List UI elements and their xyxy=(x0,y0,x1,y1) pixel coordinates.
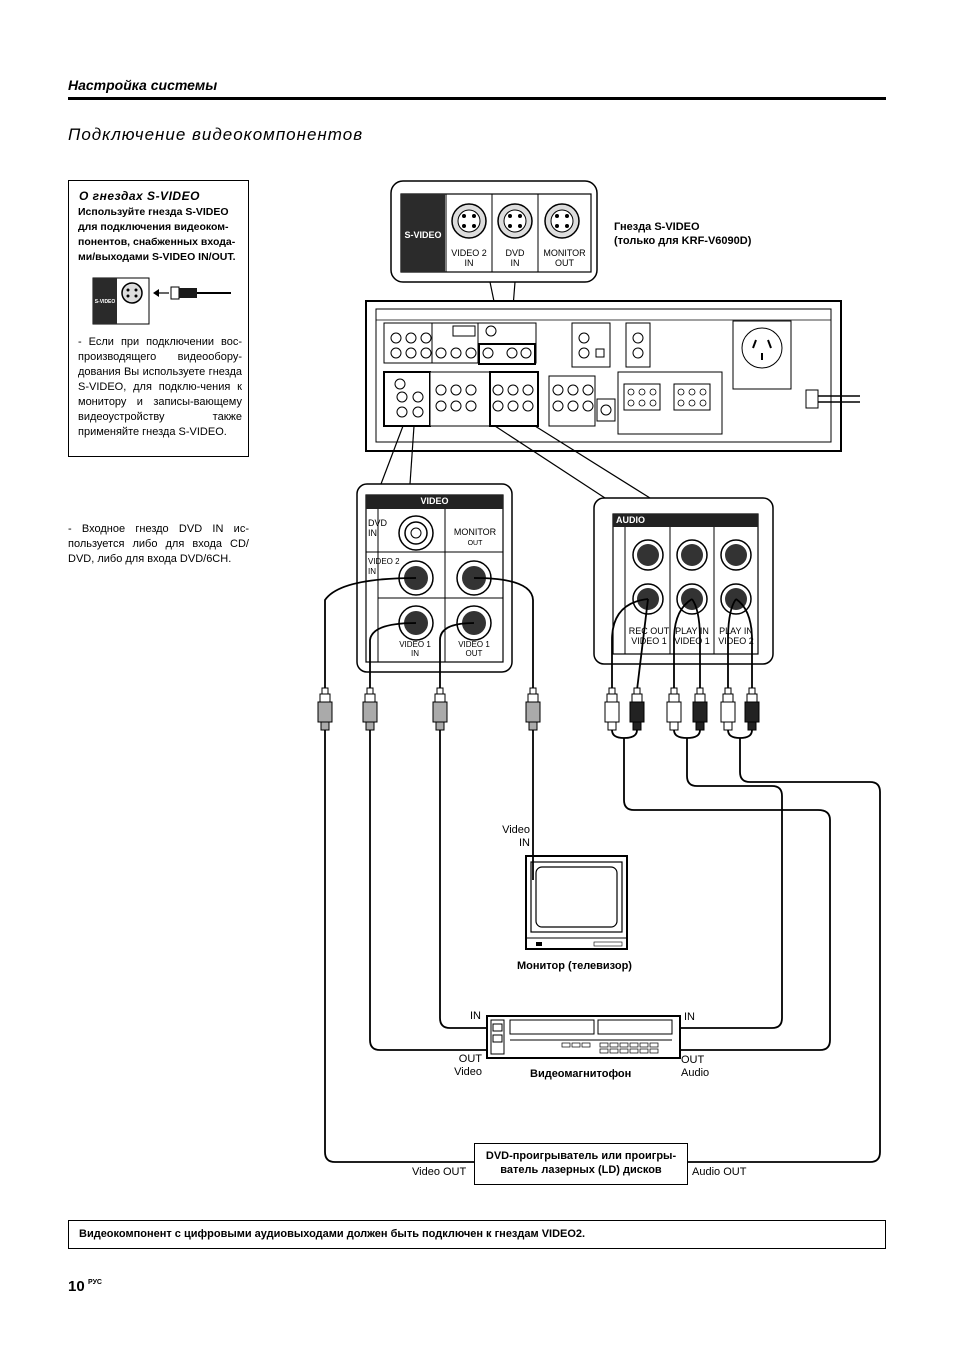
video-out-label: Video OUT xyxy=(412,1166,467,1178)
vcr-in-left-label: IN xyxy=(470,1010,481,1022)
digital-note-text: Видеокомпонент с цифровыми аудиовыходами… xyxy=(79,1228,586,1240)
monitor-tv-icon xyxy=(525,855,628,950)
svideo-info-bold: Используйте гнезда S-VIDEO для подключен… xyxy=(78,206,236,263)
audio-cables xyxy=(611,598,881,1163)
audio-out-label: Audio OUT xyxy=(692,1166,747,1178)
svideo-jack-monitor xyxy=(537,193,592,273)
vcr-icon xyxy=(486,1015,681,1059)
svideo-plug-label-bg xyxy=(93,278,117,324)
svideo-info-box: О гнездах S-VIDEO Используйте гнезда S-V… xyxy=(68,180,249,457)
dvd-player-caption: DVD-проигрыватель или проигры-ватель лаз… xyxy=(485,1150,677,1176)
svideo-caption: Гнезда S-VIDEO(только для KRF-V6090D) xyxy=(614,221,752,247)
dvd-in-note: - Входное гнездо DVD IN ис-пользуется ли… xyxy=(68,523,249,565)
section-title: Настройка системы xyxy=(68,77,218,93)
svideo-plug-illustration: S-VIDEO xyxy=(92,277,231,325)
video-panel-header: VIDEO xyxy=(420,496,449,506)
svideo-info-text: - Если при подключении вос-производящего… xyxy=(78,336,242,438)
audio-panel-header: AUDIO xyxy=(616,515,645,525)
audio-jack-panel xyxy=(593,497,774,665)
rca-plugs xyxy=(317,687,760,731)
receiver-rear-panel xyxy=(365,300,860,452)
vcr-in-right-label: IN xyxy=(684,1011,695,1023)
svideo-jack-dvd xyxy=(491,193,539,273)
vcr-caption: Видеомагнитофон xyxy=(530,1068,632,1080)
page-number: 10 xyxy=(68,1278,85,1295)
svideo-plug-label: S-VIDEO xyxy=(95,299,116,305)
digital-note-box: Видеокомпонент с цифровыми аудиовыходами… xyxy=(68,1220,886,1249)
dvd-player-box: DVD-проигрыватель или проигры-ватель лаз… xyxy=(474,1143,688,1185)
svideo-label-block xyxy=(401,194,445,272)
svideo-jack-icon xyxy=(121,282,143,304)
monitor-caption: Монитор (телевизор) xyxy=(517,960,632,972)
page-title: Подключение видеокомпонентов xyxy=(68,125,364,144)
page-language: РУС xyxy=(88,1279,102,1286)
svideo-cable-plug-icon xyxy=(179,288,197,298)
header-rule xyxy=(68,97,886,100)
svideo-panel-label: S-VIDEO xyxy=(404,230,442,240)
svideo-info-heading: О гнездах S-VIDEO xyxy=(79,189,200,203)
